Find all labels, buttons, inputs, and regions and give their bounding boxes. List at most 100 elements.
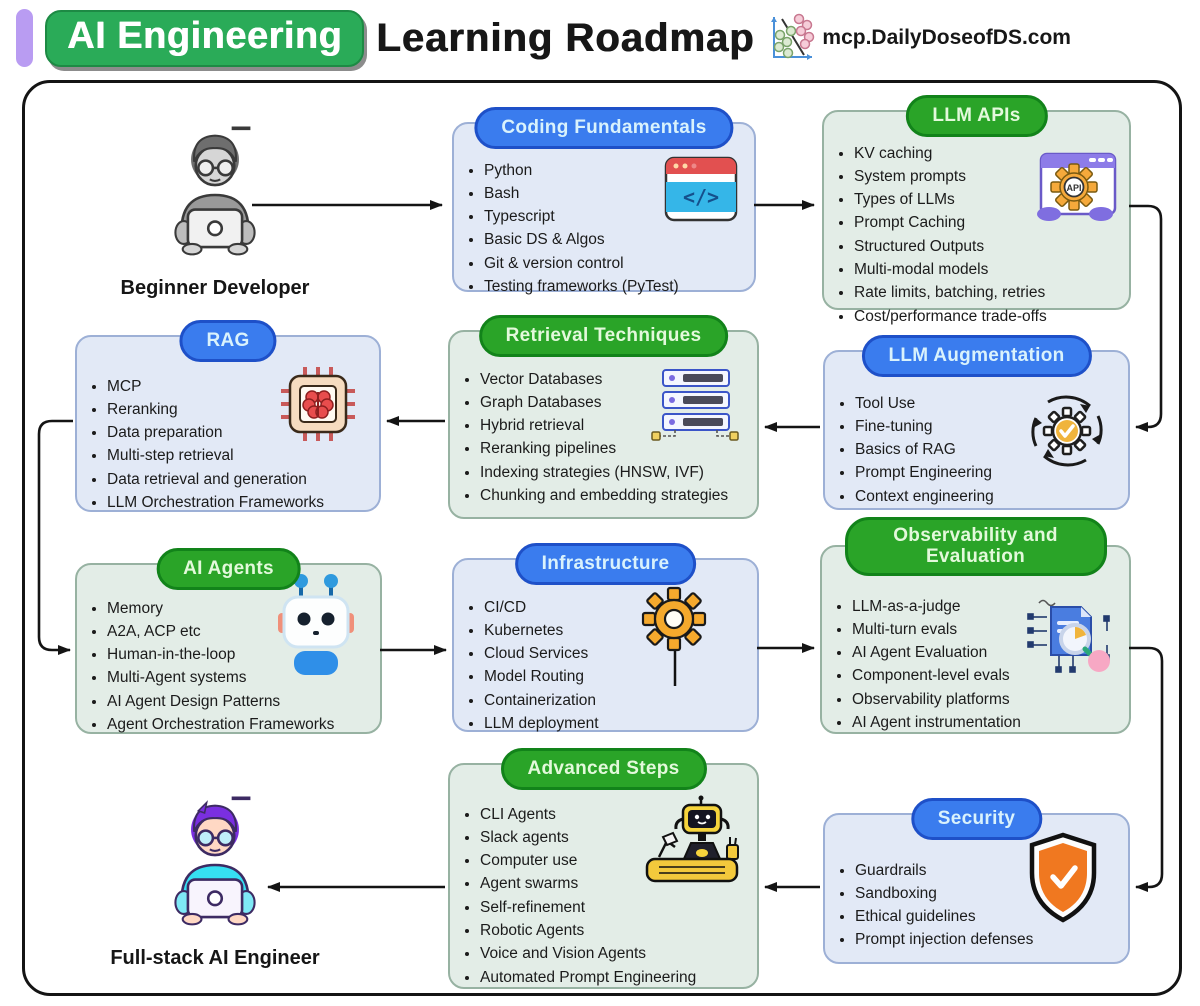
site-url: mcp.DailyDoseofDS.com (822, 26, 1071, 49)
bullet-item: Basics of RAG (855, 440, 1120, 460)
bullet-item: Multi-modal models (854, 260, 1121, 280)
bullet-item: LLM deployment (484, 714, 749, 734)
node-ai-agents: AI Agents MemoryA2A, ACP etcHuman-in-the… (75, 548, 382, 735)
bullet-item: Self-refinement (480, 898, 749, 918)
node-llm-augmentation: LLM Augmentation Tool UseFine-tuningBasi… (823, 335, 1130, 510)
bullet-item: Hybrid retrieval (480, 416, 749, 436)
bullet-item: Python (484, 161, 746, 181)
actor-fullstack-engineer: Full-stack AI Engineer (85, 790, 345, 970)
bullet-item: Fine-tuning (855, 417, 1120, 437)
page-header: AI Engineering Learning Roadmap mcp.Dail… (16, 6, 1071, 70)
bullet-item: Prompt Engineering (855, 463, 1120, 483)
bullet-list: Tool UseFine-tuningBasics of RAG Prompt E… (825, 352, 1128, 507)
code-window-icon: </> (664, 156, 738, 227)
chip-brain-icon (279, 365, 357, 448)
bullet-item: Cloud Services (484, 644, 749, 664)
bullet-item: Computer use (480, 851, 749, 871)
node-title-pill: LLM Augmentation (861, 335, 1092, 377)
bullet-item: Robotic Agents (480, 921, 749, 941)
bullet-item: CLI Agents (480, 805, 749, 825)
bullet-item: LLM-as-a-judge (852, 597, 1121, 617)
bullet-item: Typescript (484, 207, 746, 227)
bullet-item: Tool Use (855, 394, 1120, 414)
node-title-pill: LLM APIs (905, 95, 1048, 137)
bullet-item: CI/CD (484, 598, 749, 618)
bullet-list: CI/CDKubernetesCloud ServicesModel Routi… (454, 560, 757, 734)
svg-text:API: API (1066, 183, 1081, 193)
node-rag: RAG MCP RerankingData preparationMulti-st… (75, 320, 381, 513)
fullstack-engineer-icon (174, 796, 256, 926)
bullet-list: CLI AgentsSlack agentsComputer useAgent … (450, 765, 757, 988)
bullet-item: Chunking and embedding strategies (480, 486, 749, 506)
bullet-item: Human-in-the-loop (107, 645, 372, 665)
node-title-pill: Observability and Evaluation (844, 517, 1107, 576)
doc-scan-icon (1019, 587, 1121, 684)
bullet-list: MCP RerankingData preparationMulti-step r… (77, 337, 379, 513)
actor-label: Full-stack AI Engineer (110, 947, 320, 969)
bullet-item: AI Agent Evaluation (852, 643, 1121, 663)
bullet-item: Slack agents (480, 828, 749, 848)
api-window-icon: API (1027, 150, 1119, 233)
bullet-list: GuardrailsSandboxingEthical guidelinesPr… (825, 815, 1128, 950)
bullet-item: Automated Prompt Engineering (480, 968, 749, 988)
bullet-item: Reranking (107, 400, 371, 420)
bullet-item: Prompt injection defenses (855, 930, 1120, 950)
bullet-item: Indexing strategies (HNSW, IVF) (480, 463, 749, 483)
bullet-item: Data retrieval and generation (107, 470, 371, 490)
bullet-item: Multi-Agent systems (107, 668, 372, 688)
bullet-list: Vector DatabasesGraph DatabasesHybrid re… (450, 332, 757, 506)
node-title-pill: Coding Fundamentals (474, 107, 734, 149)
gear-stem-icon (635, 586, 711, 695)
cycle-gear-icon (1024, 388, 1110, 479)
bullet-item: Git & version control (484, 254, 746, 274)
page-title: Learning Roadmap (376, 15, 755, 60)
node-title-pill: AI Agents (156, 548, 301, 590)
beginner-developer-icon (174, 126, 256, 256)
bullet-list: KV cachingSystem promptsTypes of LLMsPro… (824, 112, 1129, 327)
bullet-list: LLM-as-a-judgeMulti-turn evals AI Agent E… (822, 547, 1129, 733)
bullet-item: Graph Databases (480, 393, 749, 413)
bullet-item: Observability platforms (852, 690, 1121, 710)
node-llm-apis: LLM APIs KV cachingSystem promptsTypes o… (822, 95, 1131, 325)
bullet-item: KV caching (854, 144, 1121, 164)
bullet-item: Multi-step retrieval (107, 446, 371, 466)
bullet-list: MemoryA2A, ACP etcHuman-in-the-loopMulti… (77, 565, 380, 735)
node-title-pill: Security (910, 798, 1043, 840)
node-title-pill: Infrastructure (514, 543, 697, 585)
diagram-frame (22, 80, 1182, 996)
bullet-item: Types of LLMs (854, 190, 1121, 210)
bullet-item: Testing frameworks (PyTest) (484, 277, 746, 297)
node-title-pill: Retrieval Techniques (478, 315, 729, 357)
node-retrieval-techniques: Retrieval Techniques Vector DatabasesGra… (448, 315, 759, 519)
server-stack-icon (651, 368, 739, 447)
node-title-pill: RAG (179, 320, 277, 362)
bullet-item: Guardrails (855, 861, 1120, 881)
bullet-item: MCP (107, 377, 371, 397)
bullet-item: Agent swarms (480, 874, 749, 894)
bullet-item: Multi-turn evals (852, 620, 1121, 640)
bullet-item: Ethical guidelines (855, 907, 1120, 927)
bullet-item: Prompt Caching (854, 213, 1121, 233)
scatter-plot-icon (771, 13, 815, 60)
bullet-item: Data preparation (107, 423, 371, 443)
bullet-item: Containerization (484, 691, 749, 711)
actor-label: Beginner Developer (120, 277, 310, 299)
shield-check-icon (1024, 831, 1102, 930)
bullet-item: AI Agent Design Patterns (107, 692, 372, 712)
node-advanced-steps: Advanced Steps CLI AgentsSlack agentsCom… (448, 748, 759, 989)
svg-text:</>: </> (683, 185, 719, 209)
actor-beginner-developer: Beginner Developer (85, 120, 345, 300)
bullet-item: Component-level evals (852, 666, 1121, 686)
node-security: Security GuardrailsSandboxingEthical gui… (823, 798, 1130, 964)
bullet-item: Agent Orchestration Frameworks (107, 715, 372, 735)
bullet-item: System prompts (854, 167, 1121, 187)
bullet-item: A2A, ACP etc (107, 622, 372, 642)
bullet-item: Sandboxing (855, 884, 1120, 904)
desk-robot-icon (639, 795, 745, 900)
purple-accent-bar (16, 9, 33, 67)
bullet-item: Model Routing (484, 667, 749, 687)
bullet-list: PythonBashTypescriptBasic DS & AlgosGit … (454, 124, 754, 297)
bullet-item: Rate limits, batching, retries (854, 283, 1121, 303)
bullet-item: Vector Databases (480, 370, 749, 390)
